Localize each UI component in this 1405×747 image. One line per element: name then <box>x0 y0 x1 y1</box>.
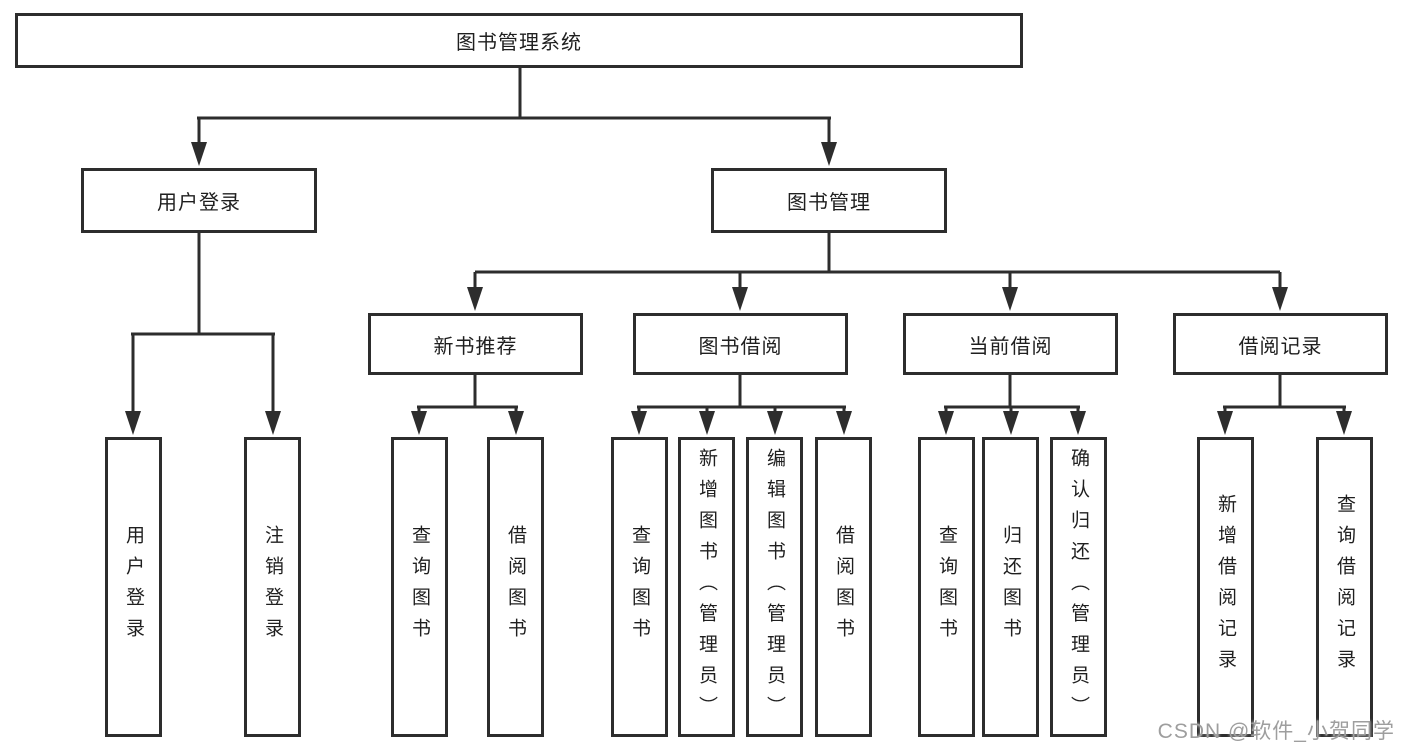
leaf-label: 归还图书 <box>1000 525 1021 649</box>
node-library-management-system: 图书管理系统 <box>15 13 1023 68</box>
leaf-borrow-books-1: 借阅图书 <box>487 437 544 737</box>
leaf-query-books-2: 查询图书 <box>611 437 668 737</box>
node-new-book-recommendation: 新书推荐 <box>368 313 583 375</box>
node-current-borrowing: 当前借阅 <box>903 313 1118 375</box>
leaf-user-login: 用户登录 <box>105 437 162 737</box>
leaf-label: 借阅图书 <box>505 525 526 649</box>
leaf-add-borrow-record: 新增借阅记录 <box>1197 437 1254 737</box>
leaf-label: 用户登录 <box>123 525 144 649</box>
leaf-label: 编辑图书（管理员） <box>764 447 785 727</box>
leaf-label: 查询图书 <box>409 525 430 649</box>
node-book-borrowing: 图书借阅 <box>633 313 848 375</box>
leaf-label: 查询借阅记录 <box>1334 494 1355 680</box>
leaf-label: 注销登录 <box>262 525 283 649</box>
node-user-login: 用户登录 <box>81 168 317 233</box>
leaf-confirm-return-admin: 确认归还（管理员） <box>1050 437 1107 737</box>
leaf-label: 新增图书（管理员） <box>696 447 717 727</box>
leaf-borrow-books-2: 借阅图书 <box>815 437 872 737</box>
leaf-label: 新增借阅记录 <box>1215 494 1236 680</box>
leaf-label: 确认归还（管理员） <box>1068 447 1089 727</box>
leaf-label: 借阅图书 <box>833 525 854 649</box>
leaf-query-books-1: 查询图书 <box>391 437 448 737</box>
leaf-query-books-3: 查询图书 <box>918 437 975 737</box>
csdn-watermark: CSDN @软件_小贺同学 <box>1157 720 1395 743</box>
node-borrowing-records: 借阅记录 <box>1173 313 1388 375</box>
leaf-add-book-admin: 新增图书（管理员） <box>678 437 735 737</box>
leaf-return-books: 归还图书 <box>982 437 1039 737</box>
node-book-management: 图书管理 <box>711 168 947 233</box>
leaf-query-borrow-record: 查询借阅记录 <box>1316 437 1373 737</box>
leaf-logout: 注销登录 <box>244 437 301 737</box>
leaf-label: 查询图书 <box>629 525 650 649</box>
leaf-edit-book-admin: 编辑图书（管理员） <box>746 437 803 737</box>
leaf-label: 查询图书 <box>936 525 957 649</box>
